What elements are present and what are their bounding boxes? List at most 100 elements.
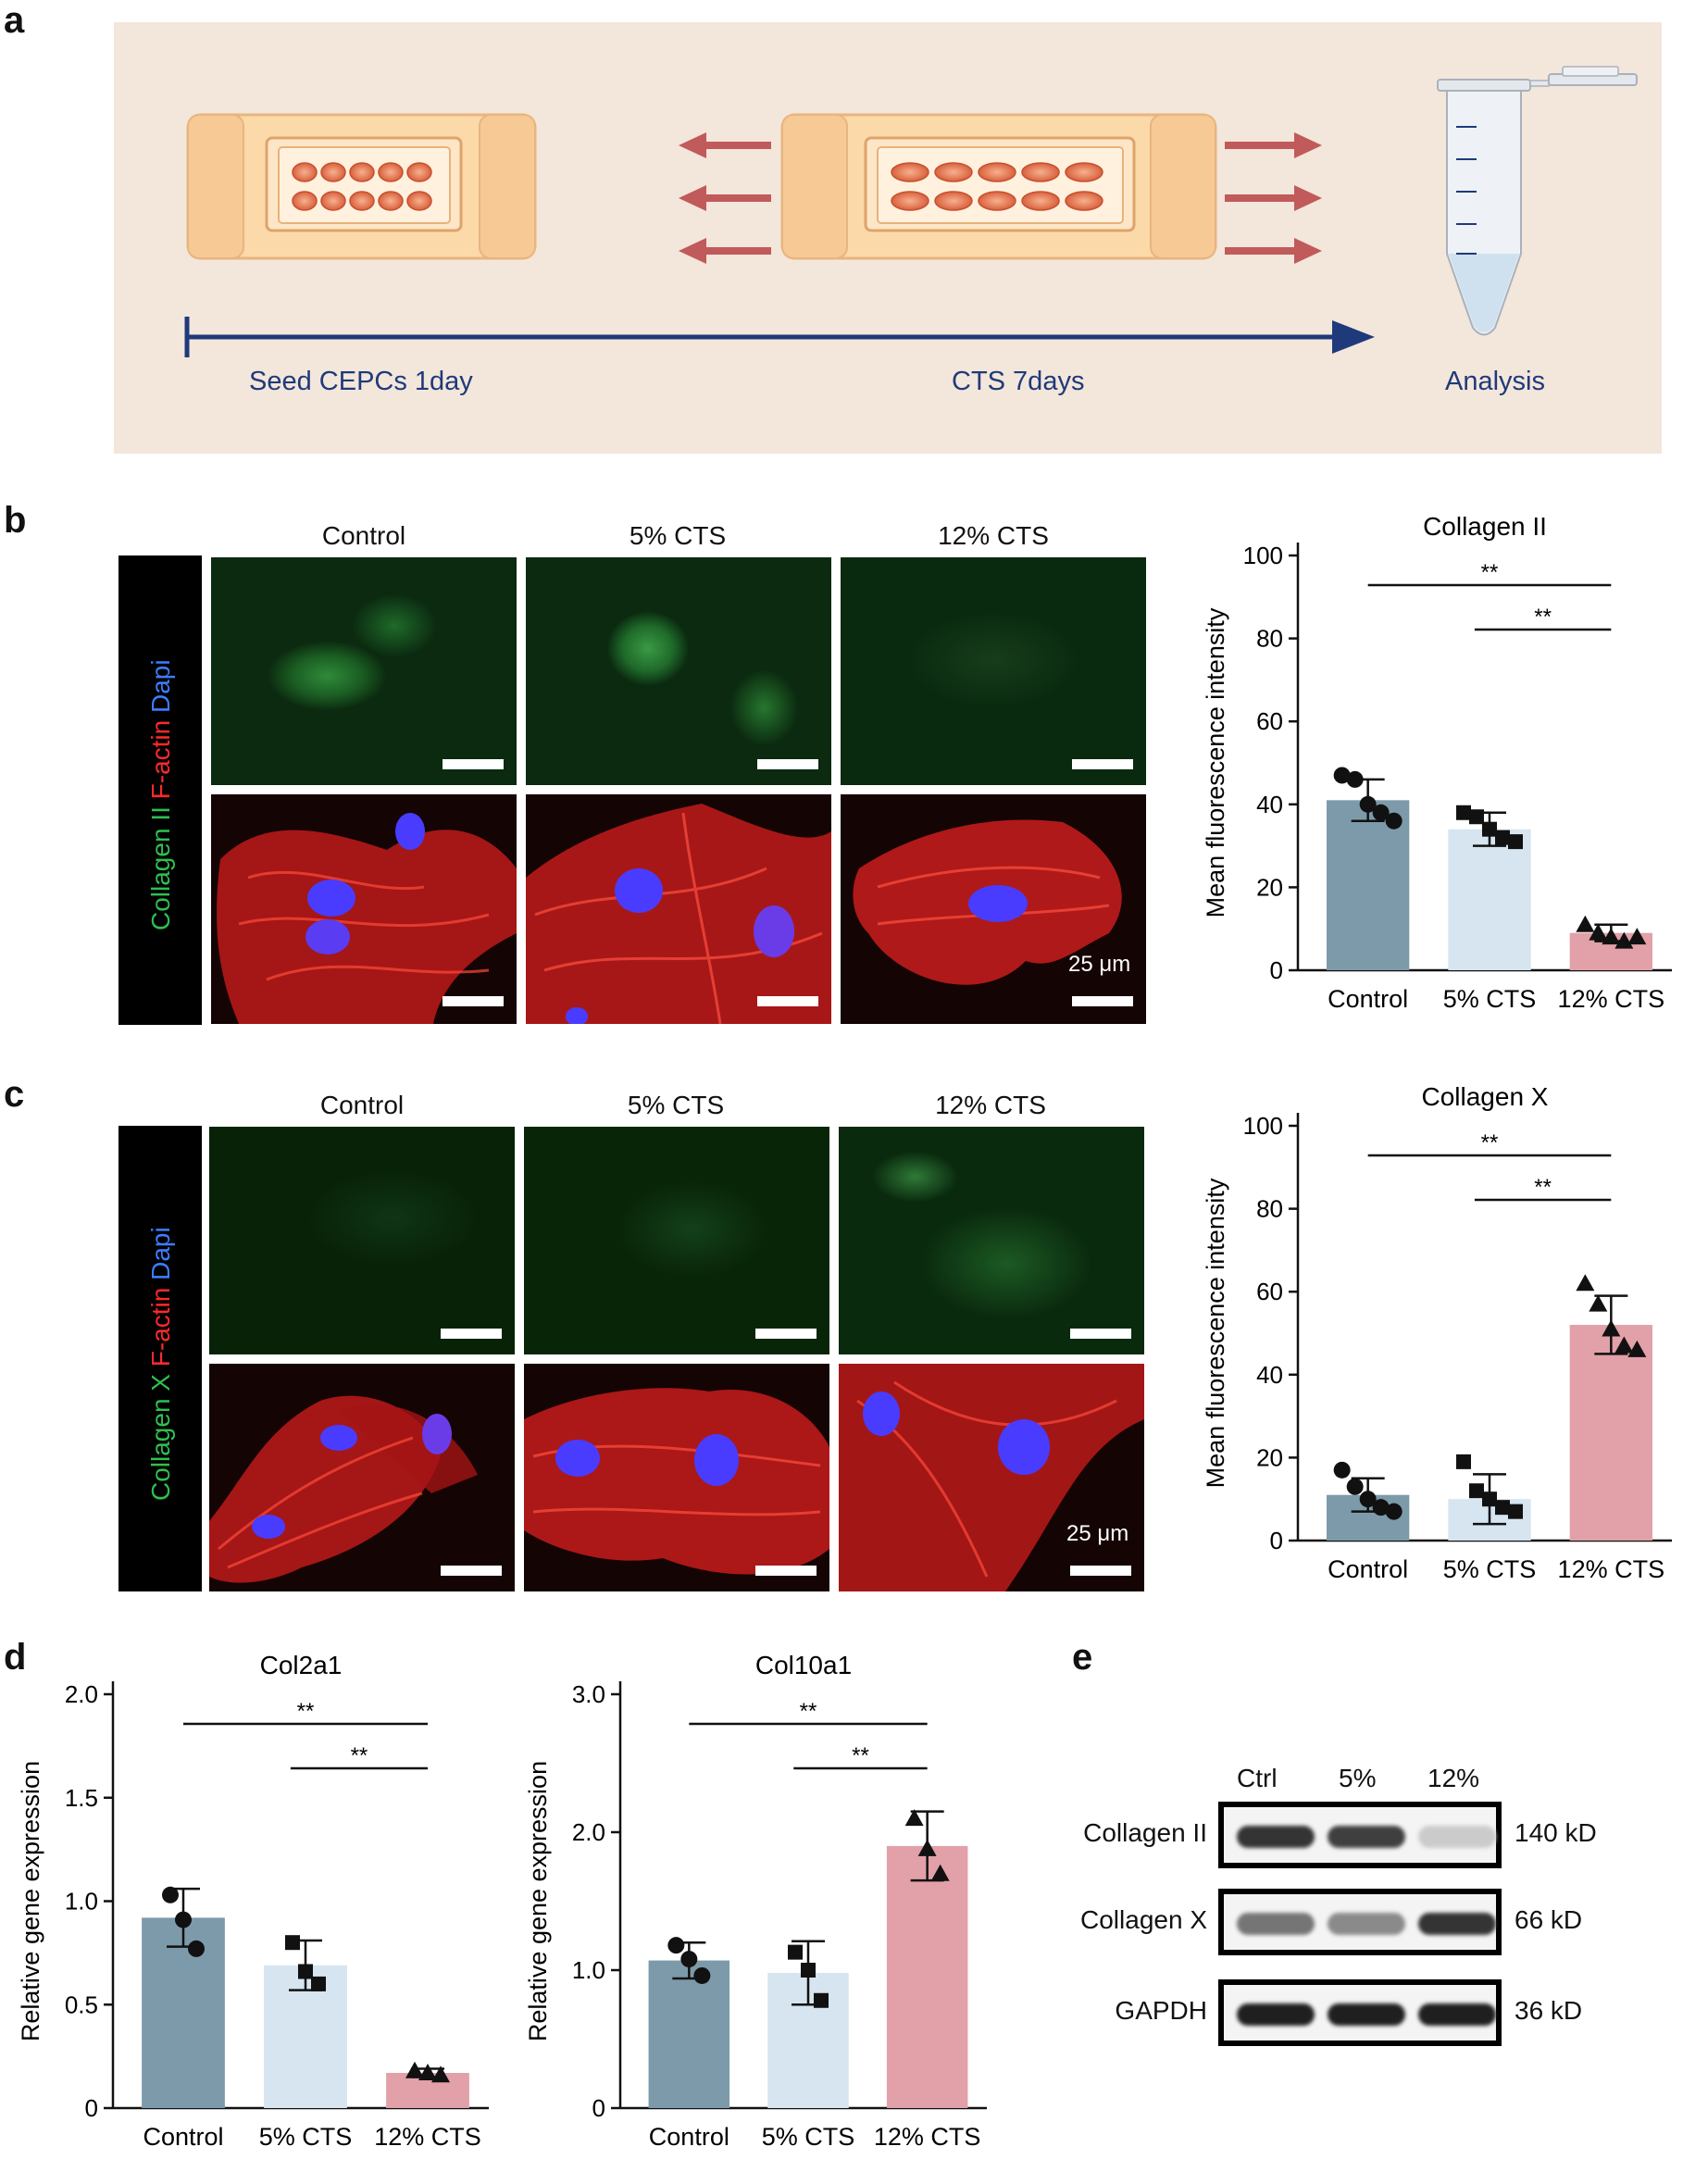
- blot-band: [1328, 1913, 1405, 1935]
- scale-bar: [1070, 1329, 1131, 1339]
- significance-label: **: [1534, 605, 1552, 630]
- blot-strip: [1218, 1802, 1502, 1868]
- data-point: [1359, 795, 1377, 813]
- data-point: [801, 1963, 816, 1978]
- data-point: [1508, 1504, 1523, 1519]
- data-point: [1456, 1454, 1471, 1469]
- data-point: [1602, 1319, 1621, 1337]
- y-tick-label: 80: [1256, 625, 1283, 653]
- y-tick-label: 20: [1256, 1443, 1283, 1471]
- scale-bar: [441, 1566, 502, 1576]
- y-axis-label: Mean fluorescence intensity: [1202, 607, 1229, 917]
- x-tick-label: Control: [1328, 1555, 1408, 1583]
- data-point: [175, 1911, 192, 1928]
- y-tick-label: 20: [1256, 873, 1283, 901]
- scale-bar: [443, 759, 504, 769]
- chart-title: Col10a1: [755, 1651, 852, 1679]
- chart-title: Col2a1: [260, 1651, 343, 1679]
- significance-label: **: [351, 1743, 368, 1768]
- data-point: [1508, 834, 1523, 850]
- chamber-stretched-icon: [780, 113, 1217, 260]
- stage-label-analysis: Analysis: [1445, 367, 1545, 396]
- data-point: [1385, 1503, 1402, 1520]
- x-tick-label: 12% CTS: [1558, 1555, 1665, 1583]
- blot-protein-label: Collagen X: [1080, 1905, 1207, 1934]
- panel-letter-d: d: [4, 1637, 27, 1678]
- scale-bar: [757, 996, 818, 1006]
- data-point: [298, 1964, 313, 1979]
- chart-title: Collagen X: [1422, 1082, 1549, 1111]
- channel-collagen-ii: Collagen II: [146, 799, 175, 930]
- data-point: [1614, 1336, 1634, 1354]
- stage-label-cts: CTS 7days: [952, 367, 1085, 396]
- micrograph-collagen-x-control: [209, 1127, 515, 1354]
- chart-title: Collagen II: [1423, 512, 1547, 541]
- data-point: [418, 2064, 437, 2081]
- scale-bar: [757, 759, 818, 769]
- data-point: [667, 1937, 685, 1954]
- blot-band: [1328, 2003, 1405, 2026]
- blot-band: [1328, 1826, 1405, 1848]
- significance-label: **: [297, 1699, 315, 1724]
- data-point: [1372, 1499, 1390, 1516]
- y-axis-label: Mean fluorescence intensity: [1202, 1178, 1229, 1488]
- data-point: [1385, 812, 1402, 830]
- stretch-arrows-left-icon: [679, 132, 771, 264]
- timeline-arrow-icon: [184, 317, 1375, 357]
- scale-bar: [1072, 996, 1133, 1006]
- data-point: [1602, 928, 1621, 945]
- schematic-illustration: [184, 66, 1638, 357]
- significance-label: **: [1534, 1175, 1552, 1200]
- y-tick-label: 0: [592, 2094, 605, 2122]
- data-point: [1346, 770, 1364, 788]
- stretch-arrows-right-icon: [1225, 132, 1322, 264]
- column-label-control-c: Control: [319, 1091, 405, 1119]
- data-point: [1346, 1478, 1364, 1495]
- panel-letter-a: a: [4, 0, 25, 41]
- channel-factin: F-actin: [146, 713, 175, 800]
- channel-factin: F-actin: [146, 1279, 175, 1367]
- scale-bar: [1072, 759, 1133, 769]
- x-tick-label: 5% CTS: [1443, 985, 1537, 1013]
- x-tick-label: 12% CTS: [874, 2123, 981, 2151]
- data-point: [1627, 928, 1647, 945]
- micrograph-merge-12cts-c: 25 μm: [839, 1364, 1144, 1591]
- microcentrifuge-tube-icon: [1437, 66, 1638, 336]
- blot-protein-label: GAPDH: [1115, 1996, 1207, 2025]
- cell-merge-illustration: [524, 1388, 829, 1575]
- data-point: [1589, 923, 1608, 941]
- scale-label: 25 μm: [1068, 952, 1131, 977]
- data-point: [311, 1976, 326, 1991]
- y-tick-label: 0: [1270, 1527, 1283, 1554]
- cell-merge-illustration: [839, 1364, 1144, 1591]
- y-tick-label: 2.0: [65, 1680, 98, 1708]
- cell-merge-illustration: [209, 1395, 478, 1583]
- y-tick-label: 1.0: [65, 1888, 98, 1916]
- x-tick-label: 5% CTS: [762, 2123, 855, 2151]
- channel-legend-b: Collagen II F-actin Dapi: [146, 659, 176, 930]
- scale-bar: [443, 996, 504, 1006]
- micrograph-collagen-ii-5cts: [526, 557, 831, 785]
- y-tick-label: 80: [1256, 1195, 1283, 1223]
- data-point: [1495, 830, 1510, 845]
- data-point: [788, 1944, 803, 1960]
- data-point: [1469, 1483, 1484, 1499]
- y-tick-label: 40: [1256, 1361, 1283, 1389]
- cell-merge-illustration: [526, 804, 831, 1024]
- data-point: [431, 2065, 450, 2083]
- scale-bar: [755, 1566, 817, 1576]
- data-point: [1627, 1340, 1647, 1357]
- column-label-12cts-b: 12% CTS: [938, 521, 1049, 550]
- channel-dapi: Dapi: [146, 1227, 175, 1280]
- data-point: [680, 1951, 698, 1968]
- micrograph-collagen-x-5cts: [524, 1127, 829, 1354]
- data-point: [1576, 915, 1595, 932]
- y-tick-label: 100: [1243, 542, 1283, 569]
- y-tick-label: 2.0: [572, 1818, 605, 1846]
- panel-letter-c: c: [4, 1074, 25, 1115]
- data-point: [285, 1935, 300, 1951]
- scale-bar: [755, 1329, 817, 1339]
- data-point: [188, 1940, 205, 1957]
- blot-size-label: 36 kD: [1515, 1996, 1583, 2025]
- data-point: [1359, 1491, 1377, 1508]
